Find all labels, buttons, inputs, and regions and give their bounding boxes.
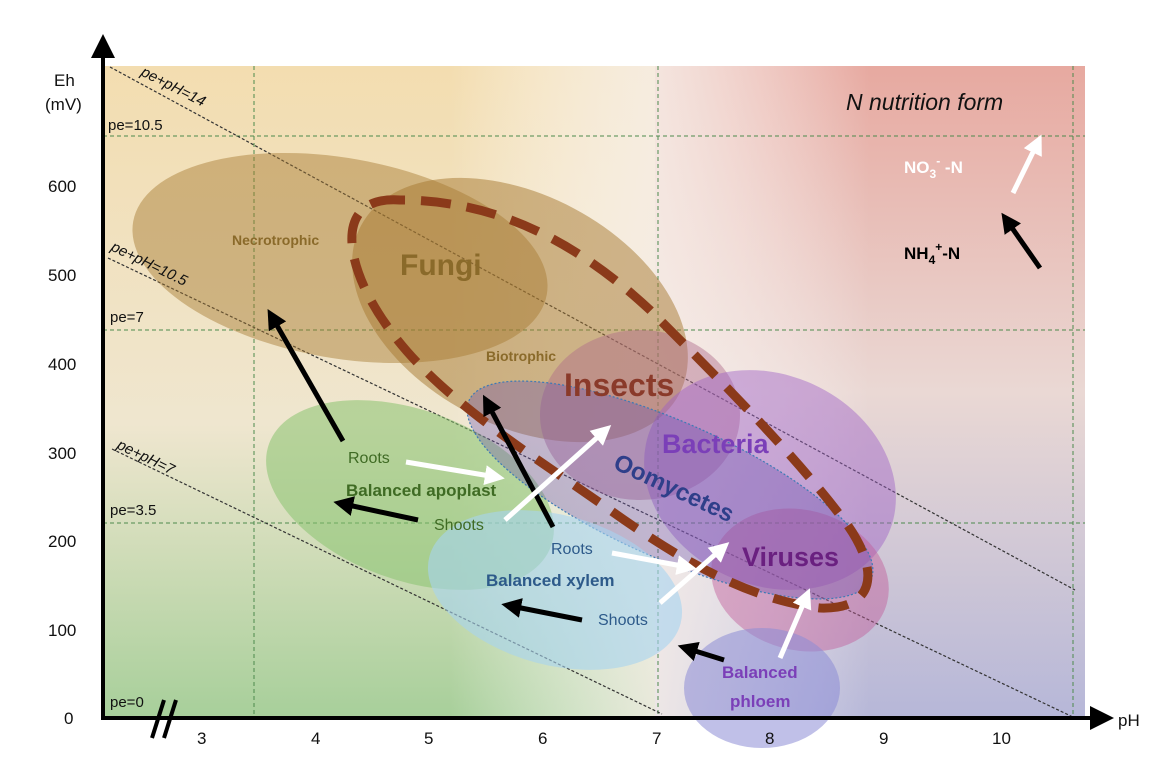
arrow-apoplast-shoots	[333, 496, 419, 523]
y-tick: 100	[48, 621, 76, 640]
y-tick: 200	[48, 532, 76, 551]
no3-sup: -	[936, 154, 940, 168]
x-tick: 7	[652, 729, 661, 748]
insects-label: Insects	[564, 367, 674, 403]
legend-nh4: NH4+-N	[904, 240, 960, 267]
arrow-apoplast-shoots-white	[503, 424, 612, 522]
viruses-region	[711, 508, 889, 652]
no3-base: NO	[904, 158, 930, 177]
xylem-region	[427, 510, 683, 670]
phloem-label-line2: phloem	[730, 692, 790, 711]
fungi-label: Fungi	[400, 249, 482, 282]
white-arrows	[405, 134, 1042, 659]
apoplast-roots-label: Roots	[348, 450, 390, 467]
x-tick: 8	[765, 729, 774, 748]
y-axis-unit: (mV)	[45, 95, 82, 114]
pe-ph-lines	[107, 66, 1076, 719]
nh4-tail: -N	[942, 244, 960, 263]
x-tick: 9	[879, 729, 888, 748]
arrow-xylem-shoots	[501, 598, 583, 623]
no3-sub: 3	[930, 167, 937, 181]
x-axis-label: pH	[1118, 711, 1140, 730]
bacteria-region	[644, 370, 896, 590]
nh4-sub: 4	[929, 253, 936, 267]
arrow-legend-no3	[1010, 134, 1042, 195]
arrow-apoplast-roots-white	[405, 459, 505, 486]
pe-label: pe=0	[110, 694, 144, 711]
phloem-label-line1: Balanced	[722, 663, 798, 682]
biotrophic-label: Biotrophic	[486, 348, 556, 364]
black-arrows	[267, 212, 1043, 663]
xylem-label: Balanced xylem	[486, 571, 615, 590]
no3-tail: -N	[940, 158, 963, 177]
xylem-shoots-label: Shoots	[598, 612, 648, 629]
nh4-base: NH	[904, 244, 929, 263]
xylem-roots-label: Roots	[551, 541, 593, 558]
arrow-apoplast-roots	[267, 308, 346, 443]
x-tick: 4	[311, 729, 320, 748]
pe-label: pe=10.5	[108, 117, 163, 134]
viruses-label: Viruses	[742, 542, 839, 572]
dashed-outline	[347, 195, 873, 613]
axis-break	[150, 699, 178, 739]
x-tick: 6	[538, 729, 547, 748]
pe-label: pe=3.5	[110, 502, 156, 519]
y-axis-label: Eh	[54, 71, 75, 90]
x-tick: 3	[197, 729, 206, 748]
arrow-legend-nh4	[1001, 212, 1043, 270]
insects-region	[540, 330, 740, 500]
nh4-sup: +	[935, 240, 942, 254]
arrow-xylem-roots-white	[611, 550, 697, 575]
apoplast-shoots-label: Shoots	[434, 517, 484, 534]
y-tick: 400	[48, 355, 76, 374]
legend-title: N nutrition form	[846, 89, 1003, 115]
arrow-phloem-white	[777, 588, 812, 659]
x-tick: 5	[424, 729, 433, 748]
y-tick: 500	[48, 266, 76, 285]
arrow-phloem	[677, 641, 725, 663]
phloem-region	[684, 628, 840, 748]
arrow-xylem-roots	[482, 394, 556, 529]
bacteria-label: Bacteria	[662, 429, 770, 459]
y-tick: 0	[64, 709, 73, 728]
x-tick: 10	[992, 729, 1011, 748]
apoplast-label: Balanced apoplast	[346, 481, 497, 500]
necrotrophic-label: Necrotrophic	[232, 232, 319, 248]
y-tick: 300	[48, 444, 76, 463]
y-tick: 600	[48, 177, 76, 196]
pe-label: pe=7	[110, 309, 144, 326]
legend-no3: NO3- -N	[904, 154, 963, 181]
arrow-xylem-shoots-white	[658, 542, 730, 605]
